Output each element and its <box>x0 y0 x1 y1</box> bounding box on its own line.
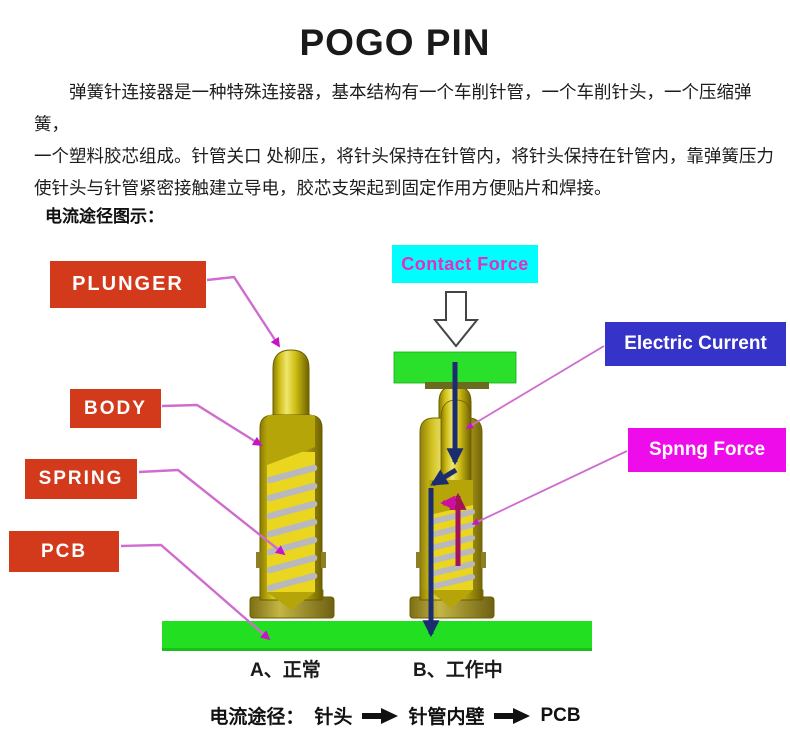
pogo-pin-a <box>249 349 335 619</box>
spring-coils-b <box>428 509 475 590</box>
body-label-text: BODY <box>84 397 147 419</box>
intro-line-2: 一个塑料胶芯组成。针管关口 处柳压，将针头保持在针管内，将针头保持在针管内，靠弹… <box>34 146 774 166</box>
current-path-step-3: PCB <box>540 704 581 726</box>
state-b-caption: B、工作中 <box>413 660 503 681</box>
plunger-label-text: PLUNGER <box>72 273 184 295</box>
intro-line-3: 使针头与针管紧密接触建立导电，胶芯支架起到固定作用方便贴片和焊接。 <box>34 178 612 198</box>
right-arrow-icon <box>494 707 531 724</box>
label-connectors <box>120 275 628 641</box>
state-a-caption: A、正常 <box>250 660 321 681</box>
spring-coils-a <box>266 464 318 592</box>
current-path-prefix: 电流途径： <box>209 707 305 728</box>
contact-force-arrow <box>432 291 480 348</box>
pcb-label: PCB <box>9 531 119 572</box>
pcb-strip <box>162 621 592 651</box>
pogo-pin-b <box>393 351 517 619</box>
electric-current-label: Electric Current <box>605 322 786 366</box>
current-path-step-2: 针管内壁 <box>408 707 485 728</box>
spring-force-label: Spnng Force <box>628 428 786 472</box>
body-label: BODY <box>70 389 161 428</box>
plunger-label: PLUNGER <box>50 261 206 308</box>
spring-label: SPRING <box>25 459 137 499</box>
contact-force-label: Contact Force <box>392 245 538 283</box>
spring-label-text: SPRING <box>38 468 124 489</box>
intro-paragraph: 弹簧针连接器是一种特殊连接器，基本结构有一个车削针管，一个车削针头，一个压缩弹簧… <box>34 76 774 204</box>
intro-line-1: 弹簧针连接器是一种特殊连接器，基本结构有一个车削针管，一个车削针头，一个压缩弹簧… <box>34 82 752 134</box>
page-title: POGO PIN <box>299 22 491 63</box>
current-path-step-1: 针头 <box>314 707 353 728</box>
contact-force-label-text: Contact Force <box>401 253 529 274</box>
pcb-label-text: PCB <box>40 540 88 562</box>
right-arrow-icon <box>362 707 399 724</box>
current-path-caption: 电流途径： 针头 针管内壁 PCB <box>0 702 790 729</box>
diagram-heading: 电流途径图示： <box>45 207 164 226</box>
spring-force-label-text: Spnng Force <box>648 439 766 460</box>
electric-current-label-text: Electric Current <box>624 333 767 354</box>
current-flow-arrows <box>422 362 467 638</box>
